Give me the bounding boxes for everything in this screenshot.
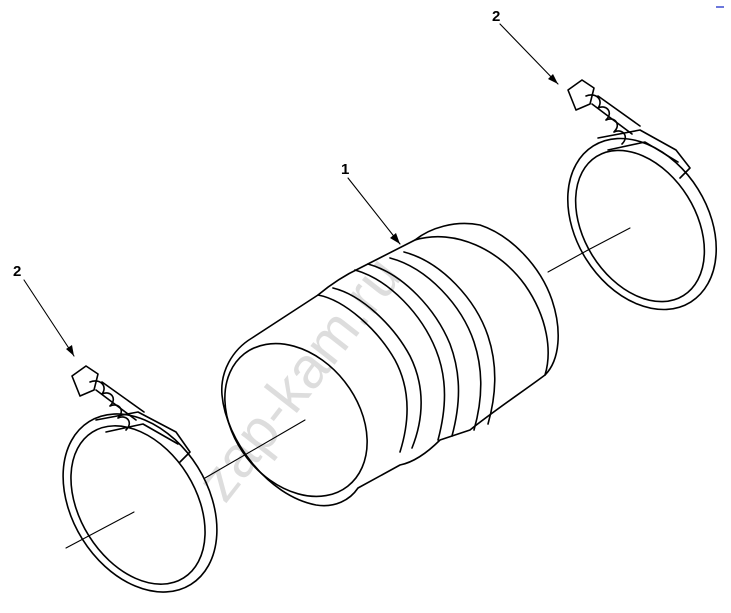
coupler-hose [204,222,589,507]
hose-clamp-right [566,79,718,311]
callout-1-coupler-hose: 1 [341,161,349,178]
clamp-screw-left [71,365,145,431]
leader-1 [347,177,401,245]
hose-clamp-left [62,365,218,593]
watermark-text: zap-kam.ru [184,244,414,513]
clamp-screw-right [567,79,641,145]
callout-2-clamp-right: 2 [492,8,500,25]
callout-2-clamp-left: 2 [13,263,21,280]
leader-2-right [499,23,559,85]
leader-2-left [23,279,75,357]
